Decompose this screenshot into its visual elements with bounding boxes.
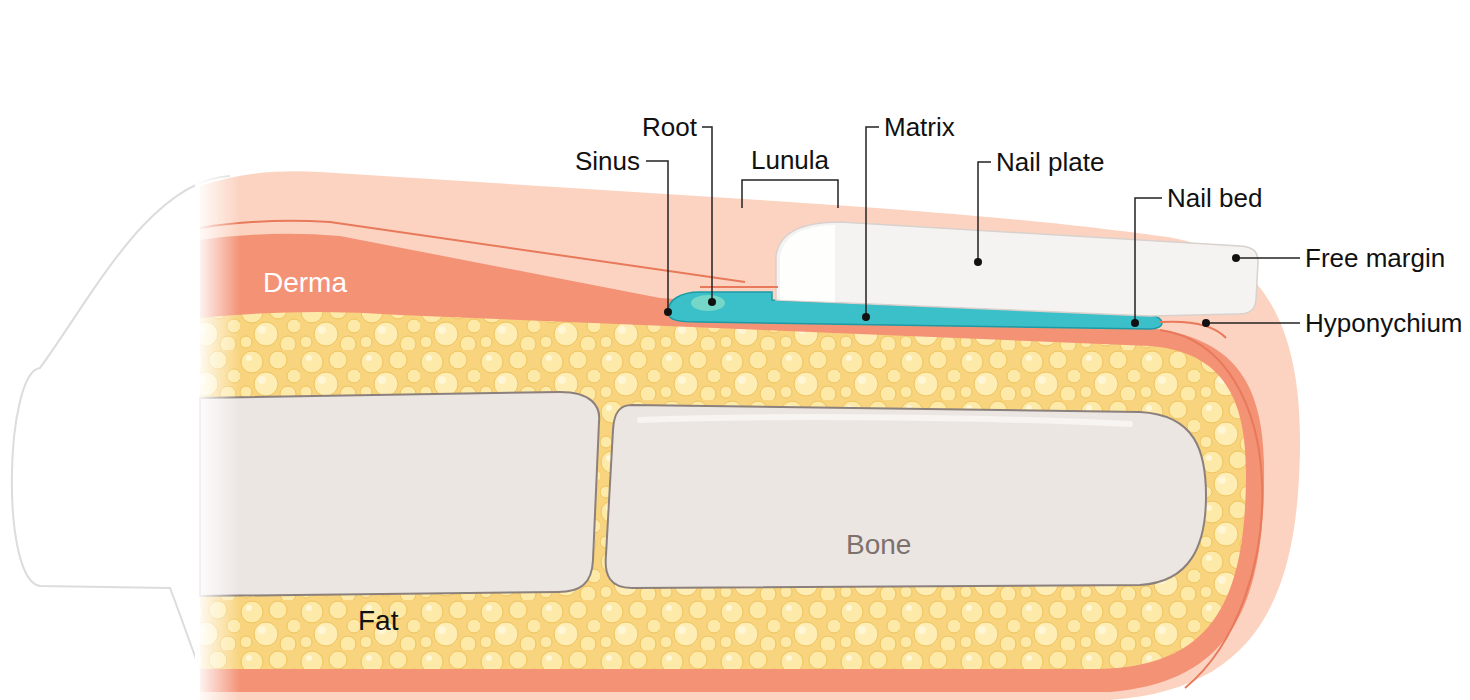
- part-label: Hyponychium: [1305, 310, 1463, 336]
- part-label: Derma: [263, 269, 347, 297]
- part-label: Nail bed: [1167, 185, 1262, 211]
- part-label: Matrix: [884, 114, 955, 140]
- part-label: Free margin: [1305, 245, 1445, 271]
- part-label: Root: [642, 114, 697, 140]
- part-label: Sinus: [575, 148, 640, 174]
- part-label: Bone: [846, 531, 911, 559]
- part-label: Nail plate: [996, 149, 1104, 175]
- part-label: Lunula: [751, 147, 829, 173]
- leader-lines: [646, 127, 1300, 323]
- part-label: Fat: [358, 607, 398, 635]
- leader-dots: [664, 254, 1240, 327]
